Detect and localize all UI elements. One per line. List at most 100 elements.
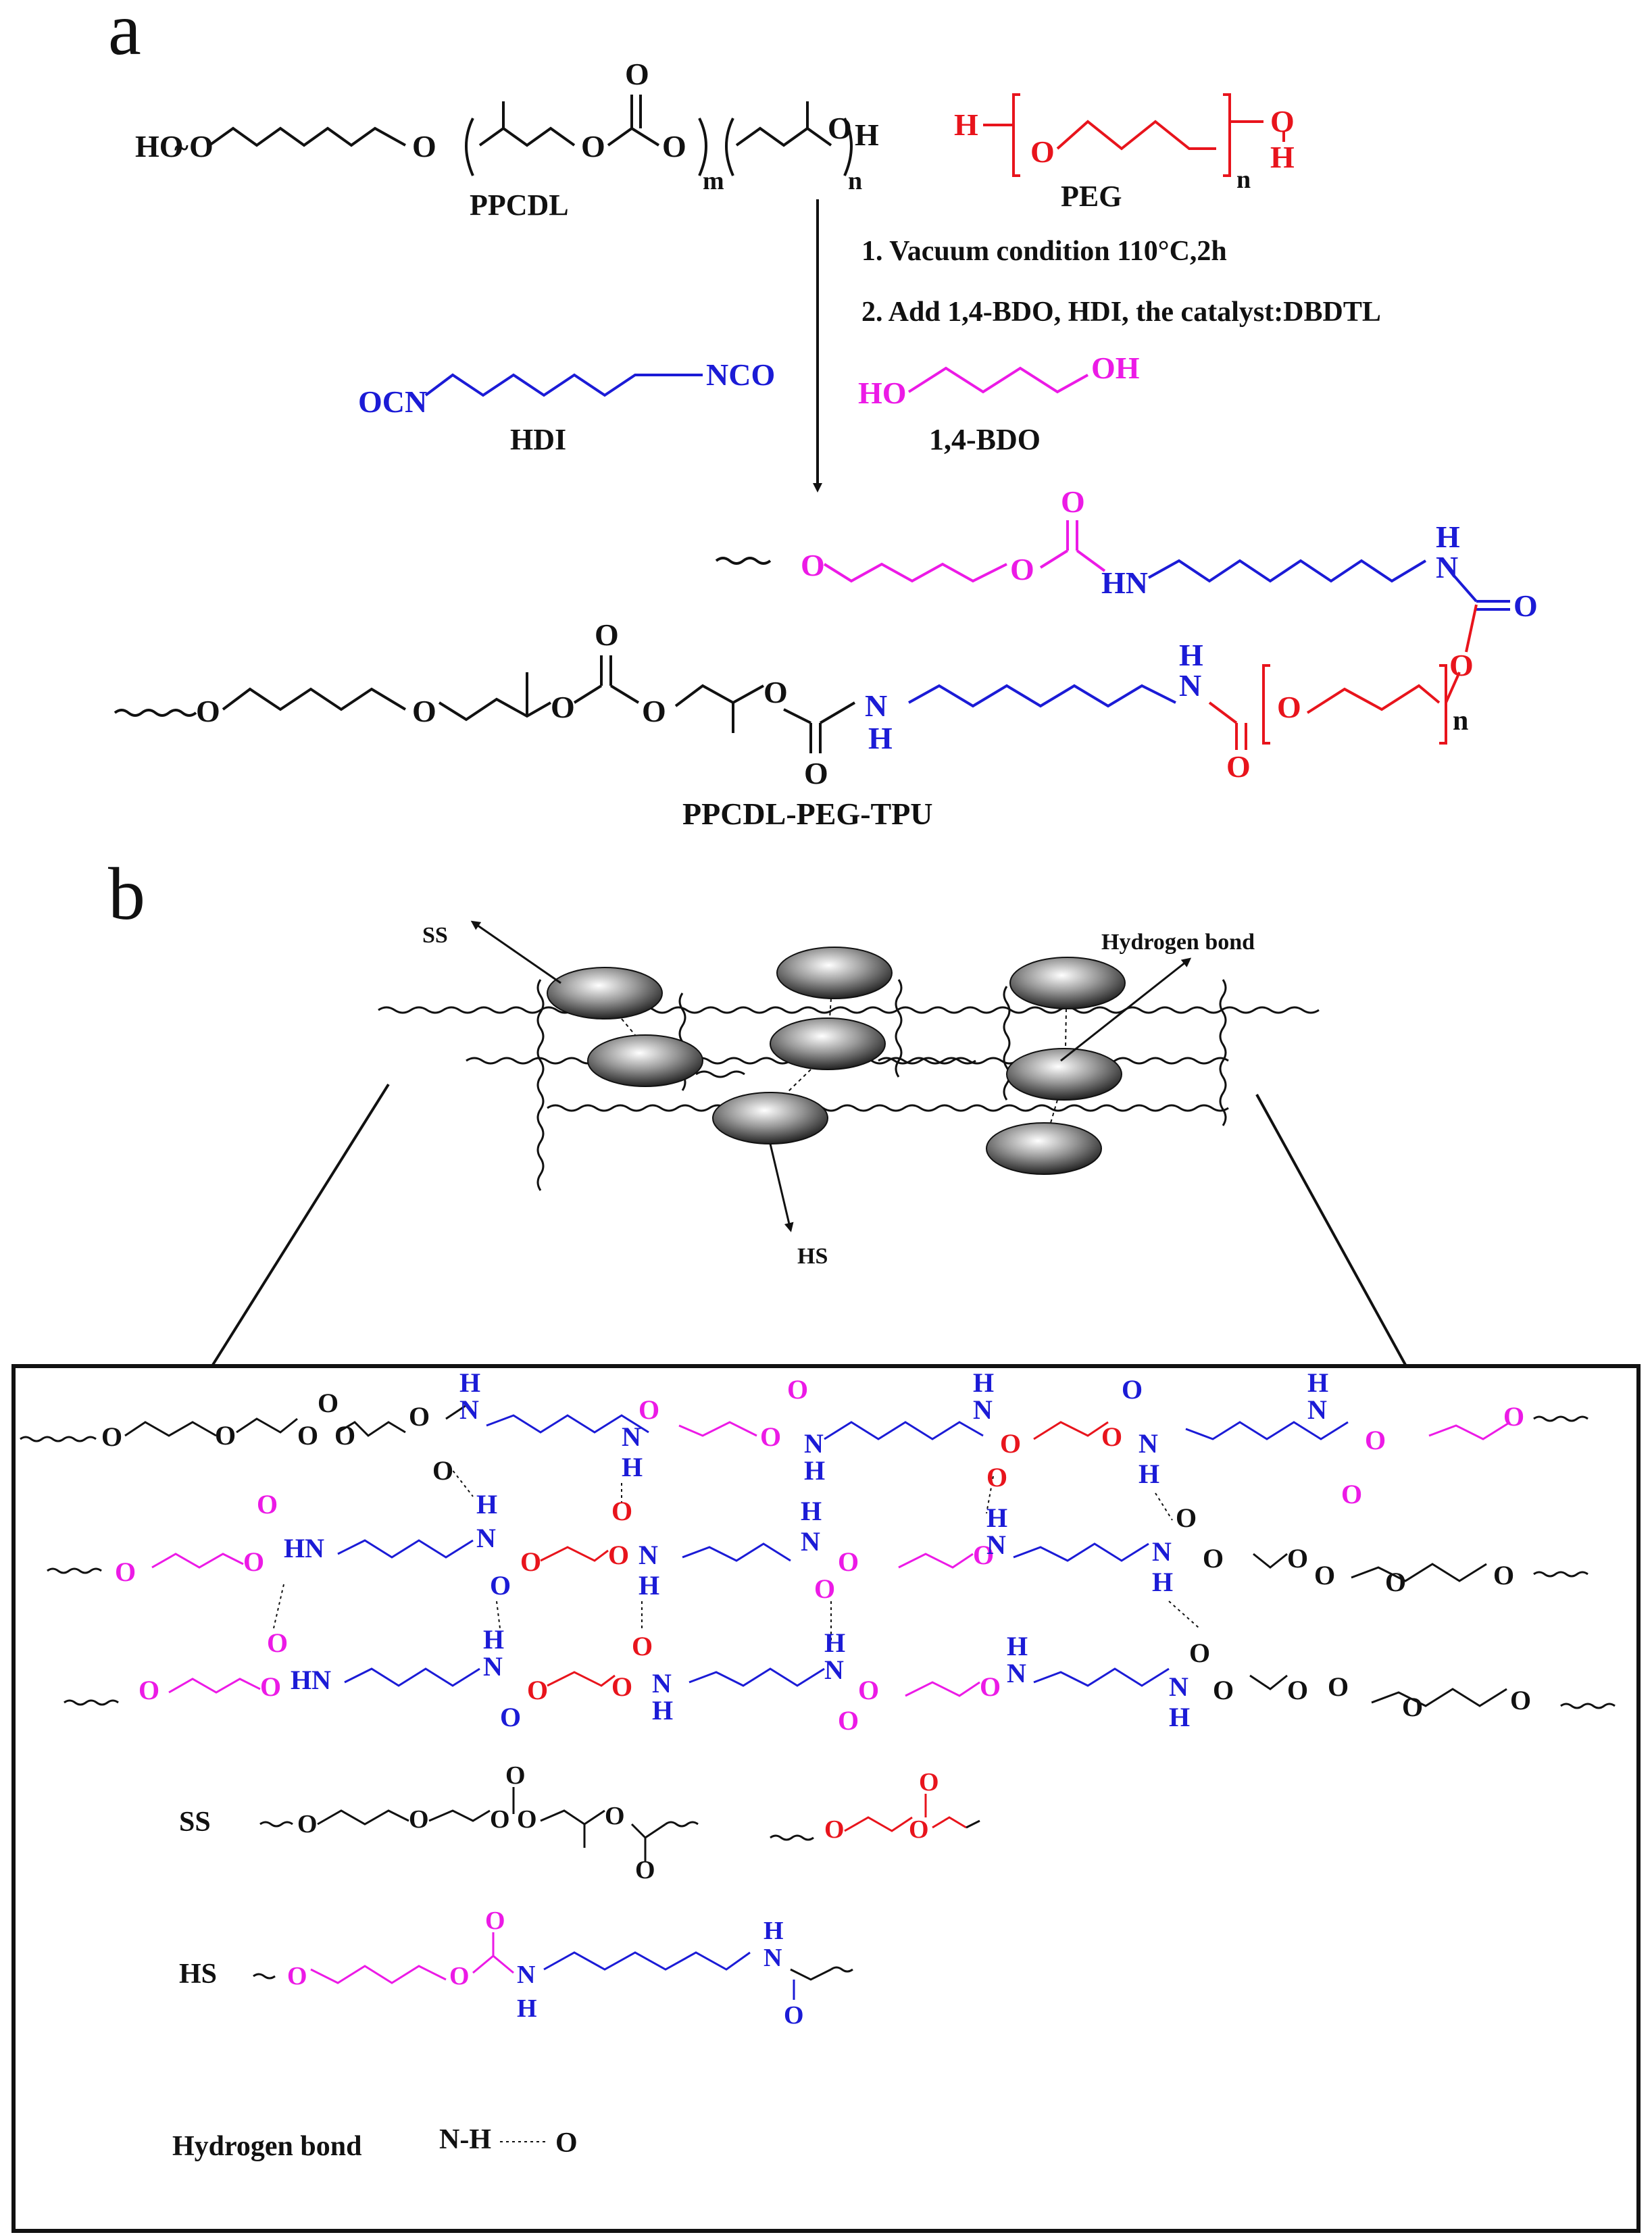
panel-a-label: a	[108, 0, 141, 70]
product-top-chain	[715, 520, 1510, 653]
peg-n: n	[1236, 166, 1251, 194]
d2-n3: N	[801, 1526, 820, 1557]
d1-h1: H	[459, 1367, 480, 1398]
hard-domain-3	[776, 947, 893, 999]
d2-h1: H	[476, 1489, 497, 1519]
cartoon-hs-label: HS	[797, 1244, 828, 1269]
cartoon-hbond-dashes	[621, 998, 1067, 1124]
d3-o14: O	[1328, 1671, 1349, 1702]
legend-ss-o3: O	[490, 1805, 510, 1834]
product-top-o4: O	[1513, 588, 1538, 623]
d3-h3: H	[824, 1628, 845, 1658]
product-h1: H	[868, 721, 893, 755]
d3-o3: O	[267, 1628, 288, 1658]
d2-n4: N	[986, 1530, 1006, 1560]
d2-hn1: HN	[284, 1533, 324, 1563]
ppcdl-m: m	[703, 167, 724, 195]
d3-n2: N	[652, 1668, 672, 1699]
product-o2: O	[412, 694, 436, 728]
legend-peg-o1: O	[824, 1815, 845, 1844]
d1-n6: N	[1307, 1394, 1327, 1425]
cartoon-hard-domains	[547, 947, 1126, 1175]
d1-o7: O	[432, 1455, 453, 1486]
bdo-right: OH	[1091, 351, 1140, 385]
d2-o2: O	[243, 1546, 264, 1577]
product-top-h: H	[1436, 520, 1460, 554]
d1-o17: O	[1503, 1401, 1524, 1432]
panel-b-label: b	[108, 853, 145, 935]
d2-o15: O	[1385, 1567, 1406, 1597]
d1-o11: O	[1000, 1428, 1021, 1459]
legend-ss: SS O O O O O O O	[179, 1761, 699, 1884]
d3-h4: H	[1007, 1631, 1028, 1661]
legend-hs-n2: N	[764, 1944, 782, 1972]
d3-h2: H	[652, 1695, 673, 1726]
cartoon-chains	[378, 979, 1320, 1191]
d2-o3: O	[257, 1489, 278, 1519]
d1-o1: O	[101, 1422, 122, 1452]
d2-o13: O	[1287, 1543, 1308, 1574]
hard-domain-1	[547, 967, 663, 1020]
d3-o7: O	[632, 1631, 653, 1661]
legend-hs: HS O O O N H H N O	[179, 1907, 853, 2030]
peg-name: PEG	[1061, 180, 1122, 213]
hdi-structure	[424, 373, 703, 397]
d1-n2: N	[622, 1422, 641, 1452]
cartoon-arrows	[470, 920, 1192, 1232]
detail-chains	[20, 1404, 1616, 1709]
d1-o2: O	[215, 1420, 236, 1451]
d2-o8: O	[814, 1574, 835, 1604]
d3-n1: N	[483, 1651, 503, 1682]
legend-hbond-label: Hydrogen bond	[172, 2131, 362, 2162]
ppcdl-o6: O	[828, 111, 852, 145]
ppcdl-o5: O	[662, 129, 686, 163]
d3-o4: O	[500, 1702, 521, 1732]
legend-ss-o2: O	[409, 1805, 429, 1834]
d1-h4: H	[973, 1367, 994, 1398]
legend-ss-o6: O	[605, 1802, 625, 1830]
detail-hbond-dashes	[273, 1465, 1200, 1642]
d3-n5: N	[1169, 1671, 1188, 1702]
legend-peg-segment: O O O	[770, 1768, 980, 1844]
d3-o13: O	[1287, 1675, 1308, 1705]
hard-domain-2	[587, 1034, 703, 1087]
product-top-hn: HN	[1101, 565, 1148, 600]
ppcdl-n: n	[848, 167, 862, 195]
product-o7: O	[804, 756, 828, 790]
product-top-o3: O	[1061, 484, 1085, 519]
d3-hn1: HN	[291, 1665, 331, 1695]
d1-o16: O	[1341, 1479, 1362, 1509]
d1-h2: H	[622, 1452, 643, 1482]
d3-n4: N	[1007, 1658, 1026, 1688]
d3-o2: O	[260, 1671, 281, 1702]
d2-n5: N	[1152, 1536, 1172, 1567]
ppcdl-structure	[208, 95, 853, 176]
ppcdl-ho: HO	[135, 129, 184, 163]
d1-o12: O	[986, 1462, 1007, 1492]
d3-o1: O	[139, 1675, 159, 1705]
d2-o4: O	[490, 1570, 511, 1601]
d2-n2: N	[639, 1540, 658, 1570]
d1-o5: O	[334, 1420, 355, 1451]
product-o4: O	[595, 618, 619, 652]
legend-ss-o1: O	[297, 1810, 318, 1838]
d3-o9: O	[858, 1675, 879, 1705]
hdi-left: OCN	[358, 384, 427, 419]
d2-o14: O	[1314, 1560, 1335, 1590]
hard-domain-7	[1006, 1048, 1122, 1101]
peg-oh-o: O	[1270, 104, 1295, 139]
bdo-left: HO	[858, 376, 907, 410]
legend-hs-n1: N	[517, 1961, 535, 1989]
d1-h5: H	[1138, 1459, 1159, 1489]
d3-o12: O	[1213, 1675, 1234, 1705]
product-n1: N	[865, 688, 887, 723]
d2-o7: O	[611, 1496, 632, 1526]
cartoon-ss-label: SS	[422, 923, 448, 948]
d1-o10: O	[787, 1374, 808, 1405]
d2-o16: O	[1493, 1560, 1514, 1590]
product-o5: O	[642, 694, 666, 728]
legend-hs-label: HS	[179, 1959, 217, 1990]
legend-ss-o7: O	[635, 1856, 655, 1884]
legend-ss-o5: O	[517, 1805, 537, 1834]
